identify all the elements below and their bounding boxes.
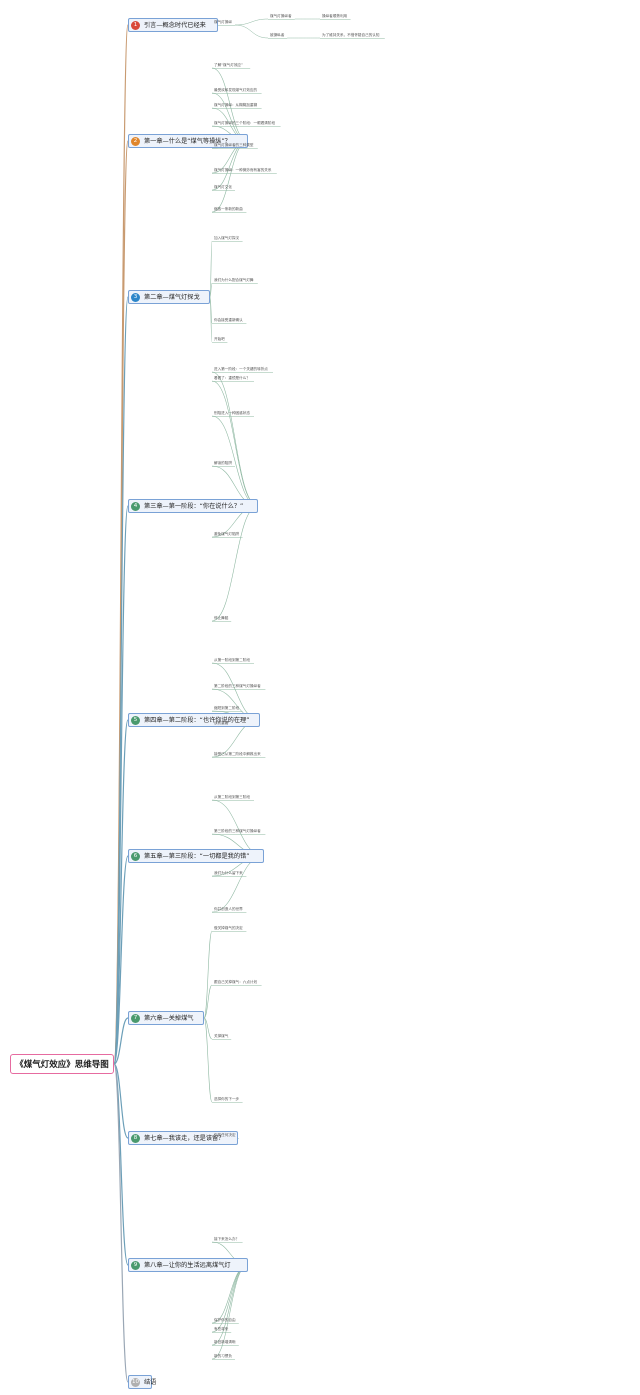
branch-node[interactable]: 保护你的自由 [214,1318,236,1322]
sub-branch-node[interactable]: 煤气灯操纵者 [270,14,292,18]
branch-node[interactable]: 了解“煤气灯效应” [214,63,243,67]
branch-node[interactable]: 我们为什么配合煤气灯舞 [214,278,254,282]
connector-line [211,380,259,507]
chapter-node-1[interactable]: 1 引言—概念时代已经来 [128,18,218,32]
chapter-title: 结语 [144,1379,157,1386]
branch-node[interactable]: 从第一阶段到第二阶段 [214,658,250,662]
branch-node[interactable]: 从第二阶段到第三阶段 [214,795,250,799]
branch-node[interactable]: 接受已从第二阶段中解救出来 [214,752,261,756]
connector-line [113,1063,129,1139]
chapter-node-6[interactable]: 6 第五章—第三阶段：“一切都是我的错” [128,849,264,863]
chapter-node-7[interactable]: 7 第六章—关掉煤气 [128,1011,204,1025]
chapter-node-5[interactable]: 5 第四章—第二阶段：“也许你说的在理” [128,713,260,727]
chapter-title: 第六章—关掉煤气 [144,1015,194,1022]
chapter-title: 第四章—第二阶段：“也许你说的在理” [144,717,250,724]
root-node[interactable]: 《煤气灯效应》思维导图 [10,1054,114,1074]
branch-node[interactable]: 进入第一阶段：一个关键的转折点 [214,367,268,371]
connector-line [209,240,213,298]
sub-branch-node[interactable]: 被操纵者 [270,33,285,37]
branch-node[interactable]: 关掉煤气 [214,1034,229,1038]
branch-node[interactable]: 第二阶段的三种煤气灯操纵者 [214,684,261,688]
leaf-node[interactable]: 为了维持关系，不惜怀疑自己的认知 [322,33,380,37]
connector-line [211,1264,249,1324]
chapter-title: 第一章—什么是“煤气等操纵”？ [144,138,231,145]
leaf-node[interactable]: 操纵者顺势利用 [322,14,348,18]
connector-line [113,140,129,1065]
branch-node[interactable]: 开始吧 [214,337,225,341]
chapter-title: 第三章—第一阶段：“你在说什么？” [144,503,244,510]
connector-line [211,799,265,857]
branch-node[interactable]: 停止舞蹈 [214,616,229,620]
branch-node[interactable]: 你的任何决定 [214,1133,236,1137]
branch-node[interactable]: 新旧新增清晰 [214,1340,236,1344]
branch-node[interactable]: 看看了：重镜是什么？ [214,376,250,380]
branch-node[interactable]: 最受欢和发现煤气灯效应的 [214,88,258,92]
branch-node[interactable]: 我们为什么留下来 [214,871,243,875]
chapter-number-badge: 8 [131,1134,140,1143]
chapter-title: 引言—概念时代已经来 [144,22,206,29]
connector-line [203,1017,213,1040]
chapter-node-8[interactable]: 8 第七章—我该走，还是该留？ [128,1131,238,1145]
branch-node[interactable]: 选择你的下一步 [214,1097,240,1101]
branch-node[interactable]: 解读的陷阱 [214,461,232,465]
connector-line [211,855,265,913]
branch-node[interactable]: 新的习惯负 [214,1354,232,1358]
chapter-number-badge: 10 [131,1378,140,1387]
branch-node[interactable]: 煤气灯文化 [214,185,232,189]
chapter-number-badge: 2 [131,137,140,146]
chapter-node-10[interactable]: 10 结语 [128,1375,156,1389]
chapter-title: 第五章—第三阶段：“一切都是我的错” [144,853,250,860]
chapter-title: 第八章—让你的生活远离煤气灯 [144,1262,231,1269]
connector-line [203,930,213,1019]
connector-line [203,1017,213,1103]
branch-node[interactable]: 煤气灯操纵 [214,20,232,24]
chapter-node-9[interactable]: 9 第八章—让你的生活远离煤气灯 [128,1258,248,1272]
connector-line [211,505,259,622]
branch-node[interactable]: 煤气灯操纵：一种微妙而有害的关系 [214,168,272,172]
connector-line [209,296,213,343]
connector-line [211,140,249,213]
branch-node[interactable]: 缩放一条新的新曲 [214,207,243,211]
connector-line [113,855,129,1065]
chapter-number-badge: 6 [131,852,140,861]
chapter-title: 第七章—我该走，还是该留？ [144,1135,225,1142]
chapter-node-3[interactable]: 3 第二章—煤气灯探戈 [128,290,210,304]
branch-node[interactable]: 你并创造人的世界 [214,907,243,911]
chapter-number-badge: 4 [131,502,140,511]
branch-node[interactable]: 做关掉煤气的决定 [214,926,243,930]
branch-node[interactable]: 接下来怎么办？ [214,1237,240,1241]
chapter-number-badge: 1 [131,21,140,30]
branch-node[interactable]: 有些将来 [214,1327,229,1331]
chapter-number-badge: 3 [131,293,140,302]
connector-line [113,1063,129,1383]
connector-line [234,24,269,39]
branch-node[interactable]: 加入煤气灯探戈 [214,236,240,240]
branch-node[interactable]: 避免煤气灯陷阱 [214,532,240,536]
connector-line [113,1017,129,1065]
chapter-title: 第二章—煤气灯探戈 [144,294,200,301]
chapter-node-4[interactable]: 4 第三章—第一阶段：“你在说什么？” [128,499,258,513]
chapter-number-badge: 7 [131,1014,140,1023]
connector-line [211,1264,249,1346]
chapter-number-badge: 5 [131,716,140,725]
chapter-number-badge: 9 [131,1261,140,1270]
branch-node[interactable]: 煤气灯操纵者的三种类型 [214,143,254,147]
connector-line [234,18,269,26]
branch-node[interactable]: 你会接受重新确认 [214,318,243,322]
branch-node[interactable]: 别陷进入一种困惑状态 [214,411,250,415]
branch-connectors [113,18,385,1383]
branch-node[interactable]: 第三阶段的三种煤气灯操纵者 [214,829,261,833]
chapter-node-2[interactable]: 2 第一章—什么是“煤气等操纵”？ [128,134,248,148]
connector-line [209,282,213,298]
branch-node[interactable]: 该防重路 [214,721,229,725]
branch-node[interactable]: 煤气灯操纵：从糊糊加重糊 [214,103,258,107]
branch-node[interactable]: 煤气灯操纵的三个阶段：一眼看清阶段 [214,121,276,125]
connector-line [203,984,213,1019]
branch-node[interactable]: 跟自己关掉煤气：六点计划 [214,980,258,984]
branch-node[interactable]: 缩短到第二阶段 [214,706,240,710]
